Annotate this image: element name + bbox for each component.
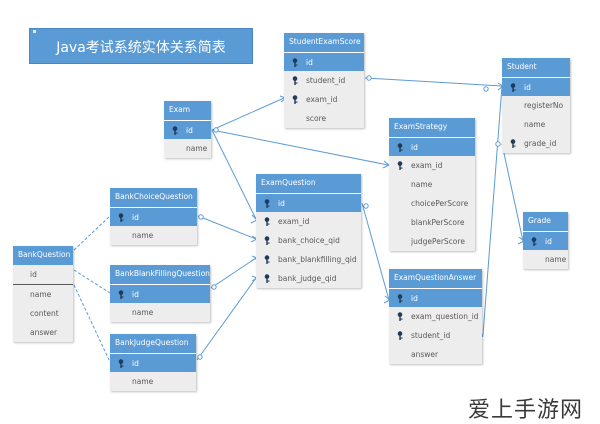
entity-header: ExamStrategy — [389, 118, 475, 137]
primary-key-icon — [118, 213, 124, 222]
entity-header: BankQuestion — [13, 246, 73, 265]
key-icon — [397, 331, 403, 340]
line-student-to-grade — [501, 143, 524, 242]
field-name: name — [110, 303, 210, 322]
entity-exam-strategy[interactable]: ExamStrategy id exam_id name choicePerSc… — [389, 118, 475, 251]
field-name: name — [502, 115, 570, 134]
entity-exam-question[interactable]: ExamQuestion id exam_id bank_choice_qid … — [256, 174, 361, 288]
entity-bank-blank-filling-question[interactable]: BankBlankFillingQuestion id name — [110, 265, 210, 322]
primary-key-icon — [264, 199, 270, 208]
key-icon — [264, 217, 270, 226]
field-id: id — [13, 265, 73, 284]
field-name: name — [13, 285, 73, 304]
key-icon — [264, 255, 270, 264]
line-exam-to-question — [211, 129, 257, 220]
title-corner-mark — [33, 30, 36, 33]
primary-key-icon — [118, 359, 124, 368]
entity-exam-question-answer[interactable]: ExamQuestionAnswer id exam_question_id s… — [389, 269, 482, 364]
entity-student[interactable]: Student id registerNo name grade_id — [502, 58, 570, 153]
field-name: name — [523, 250, 568, 269]
entity-header: Grade — [523, 212, 568, 231]
field-answer: answer — [13, 323, 73, 342]
field-blank-per-score: blankPerScore — [389, 213, 475, 232]
key-icon — [264, 274, 270, 283]
key-icon — [397, 312, 403, 321]
field-exam-id: exam_id — [389, 156, 475, 175]
line-student-to-answer — [482, 85, 503, 336]
field-id: id — [256, 193, 361, 212]
entity-header: ExamQuestion — [256, 174, 361, 193]
field-score: score — [284, 109, 364, 128]
field-name: name — [389, 175, 475, 194]
entity-header: BankJudgeQuestion — [110, 334, 196, 353]
primary-key-icon — [172, 126, 178, 135]
field-name: name — [164, 139, 211, 158]
field-content: content — [13, 304, 73, 323]
field-choice-per-score: choicePerScore — [389, 194, 475, 213]
diagram-title-box: Java考试系统实体关系简表 — [29, 28, 253, 64]
line-bankq-to-blank — [73, 269, 111, 294]
key-icon — [397, 161, 403, 170]
field-id: id — [389, 137, 475, 156]
key-icon — [264, 236, 270, 245]
watermark-text: 爱上手游网 — [468, 398, 584, 423]
entity-bank-choice-question[interactable]: BankChoiceQuestion id name — [110, 188, 197, 245]
field-id: id — [110, 353, 196, 372]
field-answer: answer — [389, 345, 482, 364]
field-judge-per-score: judgePerScore — [389, 232, 475, 251]
field-register-no: registerNo — [502, 96, 570, 115]
key-icon — [292, 76, 298, 85]
primary-key-icon — [397, 143, 403, 152]
line-bankq-to-judge — [73, 284, 111, 363]
entity-grade[interactable]: Grade id name — [523, 212, 568, 269]
entity-bank-question[interactable]: BankQuestion id name content answer — [13, 246, 73, 342]
field-bank-judge-qid: bank_judge_qid — [256, 269, 361, 288]
entity-header: Exam — [164, 101, 211, 120]
primary-key-icon — [531, 237, 537, 246]
field-id: id — [523, 231, 568, 250]
field-bank-blankfilling-qid: bank_blankfilling_qid — [256, 250, 361, 269]
line-blank-to-question — [210, 257, 257, 289]
field-id: id — [389, 288, 482, 307]
entity-student-exam-score[interactable]: StudentExamScore id student_id exam_id s… — [284, 33, 364, 128]
field-exam-id: exam_id — [284, 90, 364, 109]
line-bankq-to-choice — [73, 215, 111, 251]
field-exam-id: exam_id — [256, 212, 361, 231]
line-exam-to-score — [211, 97, 285, 131]
field-name: name — [110, 372, 196, 391]
field-exam-question-id: exam_question_id — [389, 307, 482, 326]
field-id: id — [502, 77, 570, 96]
line-choice-to-question — [197, 215, 257, 240]
entity-exam[interactable]: Exam id name — [164, 101, 211, 158]
entity-header: ExamQuestionAnswer — [389, 269, 482, 288]
field-student-id: student_id — [284, 71, 364, 90]
diagram-title: Java考试系统实体关系简表 — [56, 40, 226, 56]
field-id: id — [110, 284, 210, 303]
entity-header: StudentExamScore — [284, 33, 364, 52]
entity-bank-judge-question[interactable]: BankJudgeQuestion id name — [110, 334, 196, 391]
field-student-id: student_id — [389, 326, 482, 345]
entity-header: Student — [502, 58, 570, 77]
line-question-to-answer — [361, 202, 390, 301]
primary-key-icon — [292, 58, 298, 67]
field-id: id — [110, 207, 197, 226]
primary-key-icon — [510, 83, 516, 92]
field-bank-choice-qid: bank_choice_qid — [256, 231, 361, 250]
line-judge-to-question — [196, 277, 257, 361]
key-icon — [292, 95, 298, 104]
field-id: id — [164, 120, 211, 139]
field-name: name — [110, 226, 197, 245]
field-id: id — [284, 52, 364, 71]
primary-key-icon — [118, 290, 124, 299]
key-icon — [510, 139, 516, 148]
entity-header: BankBlankFillingQuestion — [110, 265, 210, 284]
field-grade-id: grade_id — [502, 134, 570, 153]
primary-key-icon — [397, 294, 403, 303]
line-score-to-student — [364, 77, 503, 87]
entity-header: BankChoiceQuestion — [110, 188, 197, 207]
line-exam-to-strategy — [211, 129, 389, 166]
separator — [13, 284, 73, 285]
